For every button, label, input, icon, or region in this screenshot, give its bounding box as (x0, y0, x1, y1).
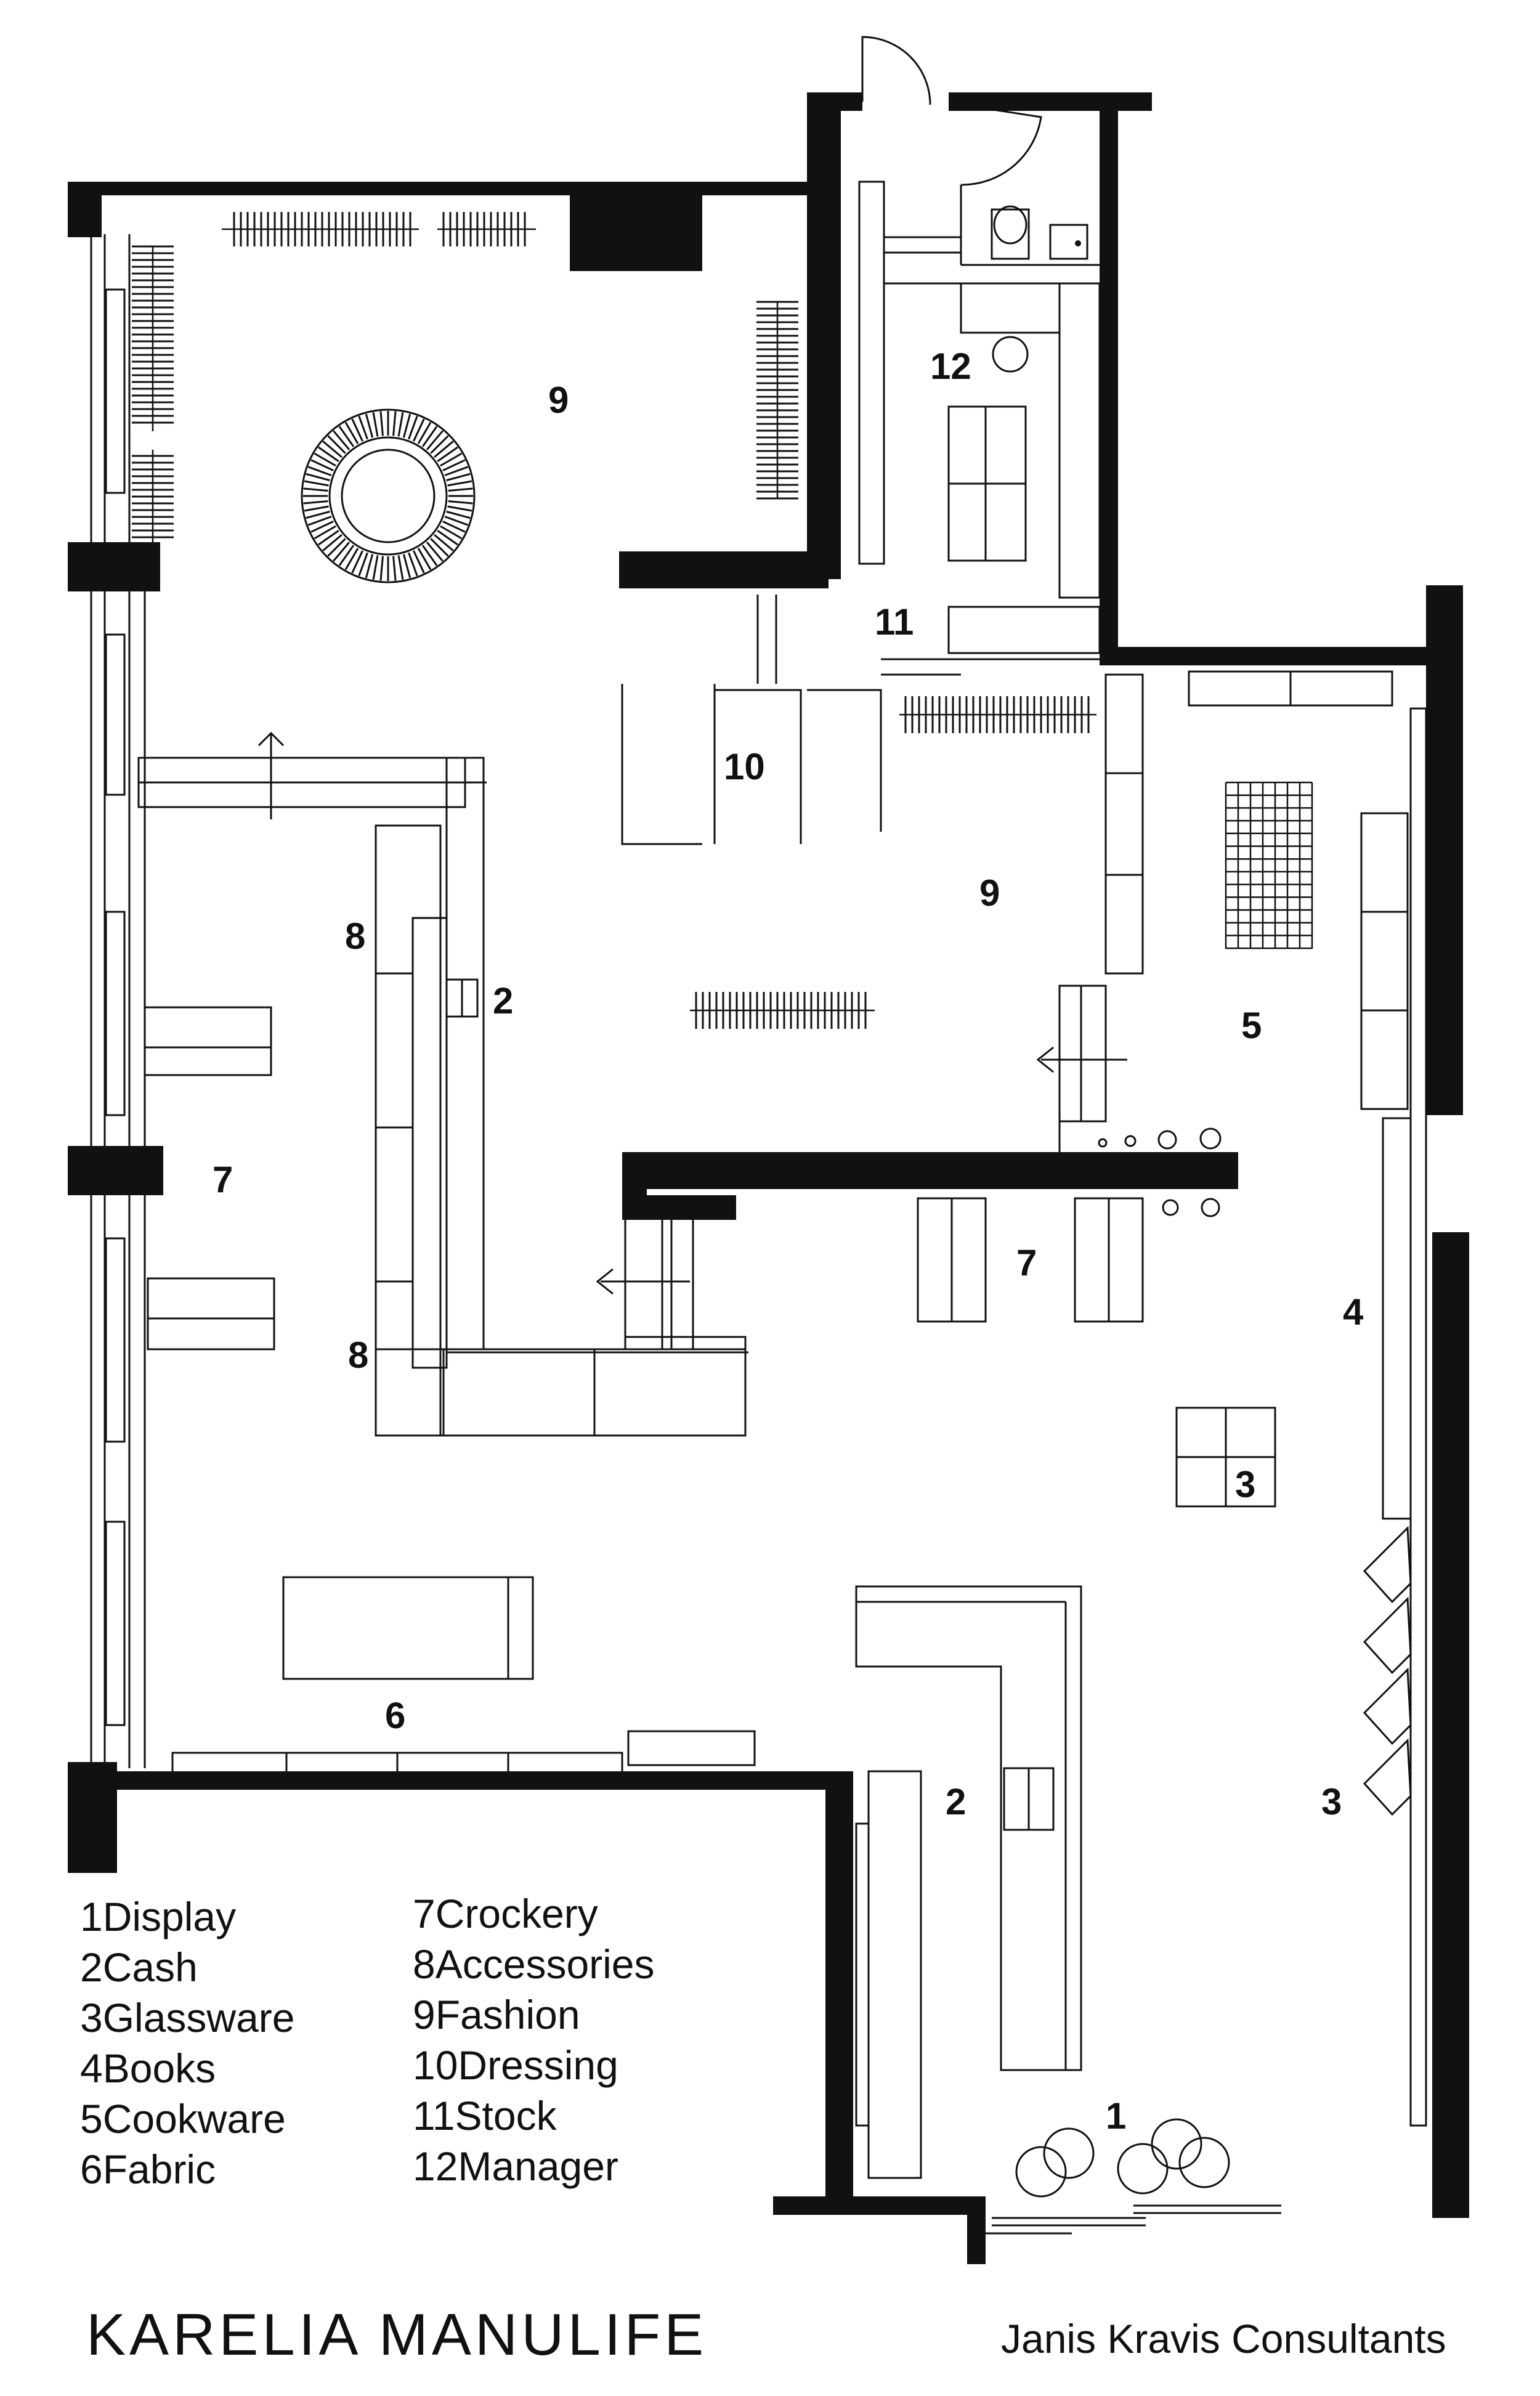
zone-label-crockery-mid: 7 (1016, 1242, 1037, 1283)
zone-labels: 9 12 11 10 9 8 2 7 8 5 7 4 3 6 2 3 1 (213, 346, 1364, 2137)
clothing-racks (132, 212, 1096, 1029)
walls (68, 92, 1469, 2264)
legend-item: 2Cash (80, 1942, 294, 1992)
central-fixtures (137, 731, 748, 1437)
legend-number: 2 (80, 1944, 103, 1990)
zone-label-dressing: 10 (724, 746, 765, 787)
entry-door-top (861, 36, 1103, 266)
legend-item: 1Display (80, 1891, 294, 1942)
legend-label: Fabric (102, 2146, 216, 2192)
fabric-cash-display (171, 1576, 1281, 2235)
zone-label-fashion-mid: 9 (979, 872, 1000, 914)
zone-label-glassware-wall: 3 (1321, 1781, 1342, 1822)
zone-label-cash-bottom: 2 (946, 1781, 966, 1822)
zone-label-fashion-top: 9 (548, 380, 569, 421)
legend-item: 7Crockery (413, 1888, 655, 1939)
dressing-rooms (621, 595, 882, 845)
legend-label: Accessories (435, 1941, 655, 1987)
zone-label-display: 1 (1106, 2095, 1126, 2137)
legend-number: 6 (80, 2146, 103, 2192)
legend-label: Stock (455, 2093, 557, 2138)
legend-item: 11Stock (413, 2090, 655, 2141)
legend-number: 12 (413, 2143, 458, 2189)
legend-number: 8 (413, 1941, 436, 1987)
legend-item: 9Fashion (413, 1989, 655, 2040)
zone-label-accessories-top: 8 (345, 916, 365, 957)
legend-number: 7 (413, 1891, 436, 1936)
designer-credit: Janis Kravis Consultants (1001, 2316, 1446, 2361)
zone-label-fabric: 6 (385, 1695, 405, 1736)
legend-item: 3Glassware (80, 1992, 294, 2043)
zone-label-cash-top: 2 (493, 980, 513, 1021)
legend-item: 6Fabric (80, 2144, 294, 2195)
legend-number: 10 (413, 2042, 458, 2088)
legend-item: 4Books (80, 2043, 294, 2093)
legend-label: Cash (102, 1944, 198, 1990)
legend-number: 11 (413, 2093, 455, 2138)
left-window-wall (90, 234, 146, 1768)
legend-number: 3 (80, 1995, 103, 2041)
legend-label: Cookware (102, 2096, 286, 2142)
legend-label: Dressing (458, 2042, 618, 2088)
zone-label-cookware: 5 (1241, 1005, 1262, 1046)
legend-label: Books (102, 2045, 216, 2091)
zone-label-stock: 11 (875, 601, 914, 643)
crockery-tables (144, 1006, 1144, 1350)
legend-number: 9 (413, 1992, 436, 2037)
legend-label: Manager (458, 2143, 618, 2189)
legend-label: Crockery (435, 1891, 598, 1936)
legend-item: 10Dressing (413, 2040, 655, 2090)
legend-label: Glassware (102, 1995, 295, 2041)
legend-label: Display (102, 1894, 237, 1939)
right-fixtures (1036, 670, 1427, 2127)
legend-item: 8Accessories (413, 1939, 655, 1989)
manager-office (858, 181, 1103, 676)
plan-title: KARELIA MANULIFE (86, 2302, 708, 2368)
legend-number: 4 (80, 2045, 103, 2091)
legend-item: 12Manager (413, 2141, 655, 2191)
legend-item: 5Cookware (80, 2093, 294, 2144)
zone-label-accessories-bottom: 8 (348, 1334, 368, 1376)
legend-number: 5 (80, 2096, 103, 2142)
zone-label-crockery-left: 7 (213, 1159, 233, 1200)
legend-label: Fashion (435, 1992, 580, 2037)
legend-number: 1 (80, 1894, 103, 1939)
zone-label-manager: 12 (930, 346, 971, 387)
zone-label-books: 4 (1343, 1291, 1364, 1333)
zone-label-glassware-island: 3 (1235, 1464, 1255, 1505)
